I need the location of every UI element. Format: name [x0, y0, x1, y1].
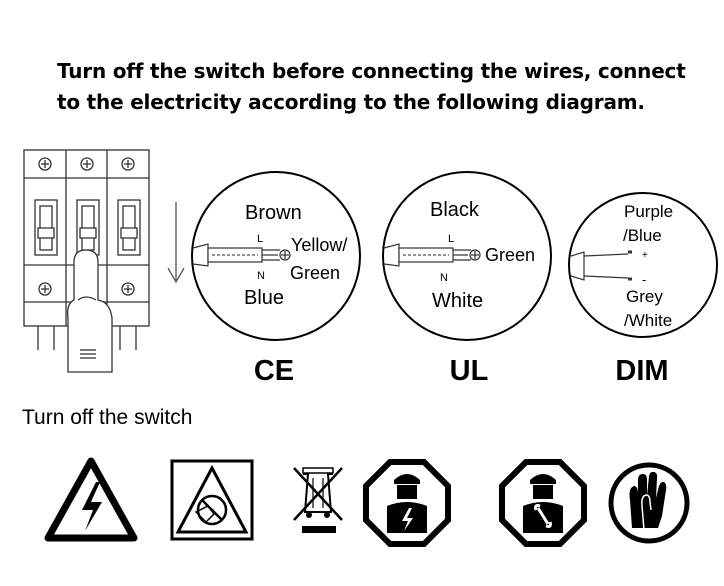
dim-bottom-label-line2: /White [624, 311, 672, 330]
ul-wiring-diagram: L N Black White Green UL [382, 171, 552, 387]
dim-top-label-line1: Purple [624, 202, 673, 221]
ul-neutral-marker: N [440, 272, 448, 284]
ul-title: UL [450, 355, 489, 387]
ul-ground-label: Green [485, 245, 535, 265]
dim-bottom-label-line1: Grey [626, 287, 663, 306]
instruction-line-1: Turn off the switch before connecting th… [57, 59, 686, 83]
breaker-bottom-screws [38, 282, 135, 296]
instruction-line-2: to the electricity according to the foll… [57, 90, 645, 114]
ce-ground-label-line1: Yellow/ [291, 235, 347, 255]
qualified-electrician-icon [363, 459, 451, 547]
dim-minus-marker: - [642, 272, 646, 287]
ce-live-marker: L [257, 233, 263, 245]
no-touch-warning-icon [170, 459, 254, 541]
ce-ground-label-line2: Green [290, 263, 340, 283]
ul-live-marker: L [448, 233, 454, 245]
ce-title: CE [254, 355, 294, 387]
down-arrow-icon [167, 202, 185, 284]
ul-bottom-wire-label: White [432, 290, 483, 312]
dim-plus-marker: + [642, 250, 648, 261]
ul-cable-icon [383, 243, 481, 267]
dim-diagram-circle [568, 192, 718, 338]
high-voltage-warning-icon [44, 457, 138, 542]
ul-diagram-circle [382, 171, 552, 341]
weee-crossed-bin-icon [293, 467, 343, 533]
ce-neutral-marker: N [257, 270, 265, 282]
breaker-top-screws [38, 157, 135, 171]
ce-cable-icon [192, 243, 291, 267]
dim-title: DIM [615, 355, 668, 387]
instruction-text: Turn off the switch before connecting th… [57, 56, 686, 118]
ce-diagram-circle [191, 171, 361, 341]
turn-off-switch-caption: Turn off the switch [22, 406, 193, 429]
ce-bottom-wire-label: Blue [244, 287, 284, 309]
wear-gloves-icon [608, 462, 690, 544]
hand-pressing-switch-icon [66, 249, 113, 373]
ce-top-wire-label: Brown [245, 202, 302, 224]
dim-wiring-diagram: Purple /Blue + - Grey /White DIM [568, 192, 718, 387]
ul-top-wire-label: Black [430, 199, 480, 221]
dim-top-label-line2: /Blue [623, 226, 662, 245]
installer-technician-icon [499, 459, 587, 547]
ce-wiring-diagram: L N Brown Blue Yellow/ Green CE [191, 171, 361, 387]
breaker-toggles [34, 199, 141, 256]
dim-cable-icon [570, 250, 632, 281]
